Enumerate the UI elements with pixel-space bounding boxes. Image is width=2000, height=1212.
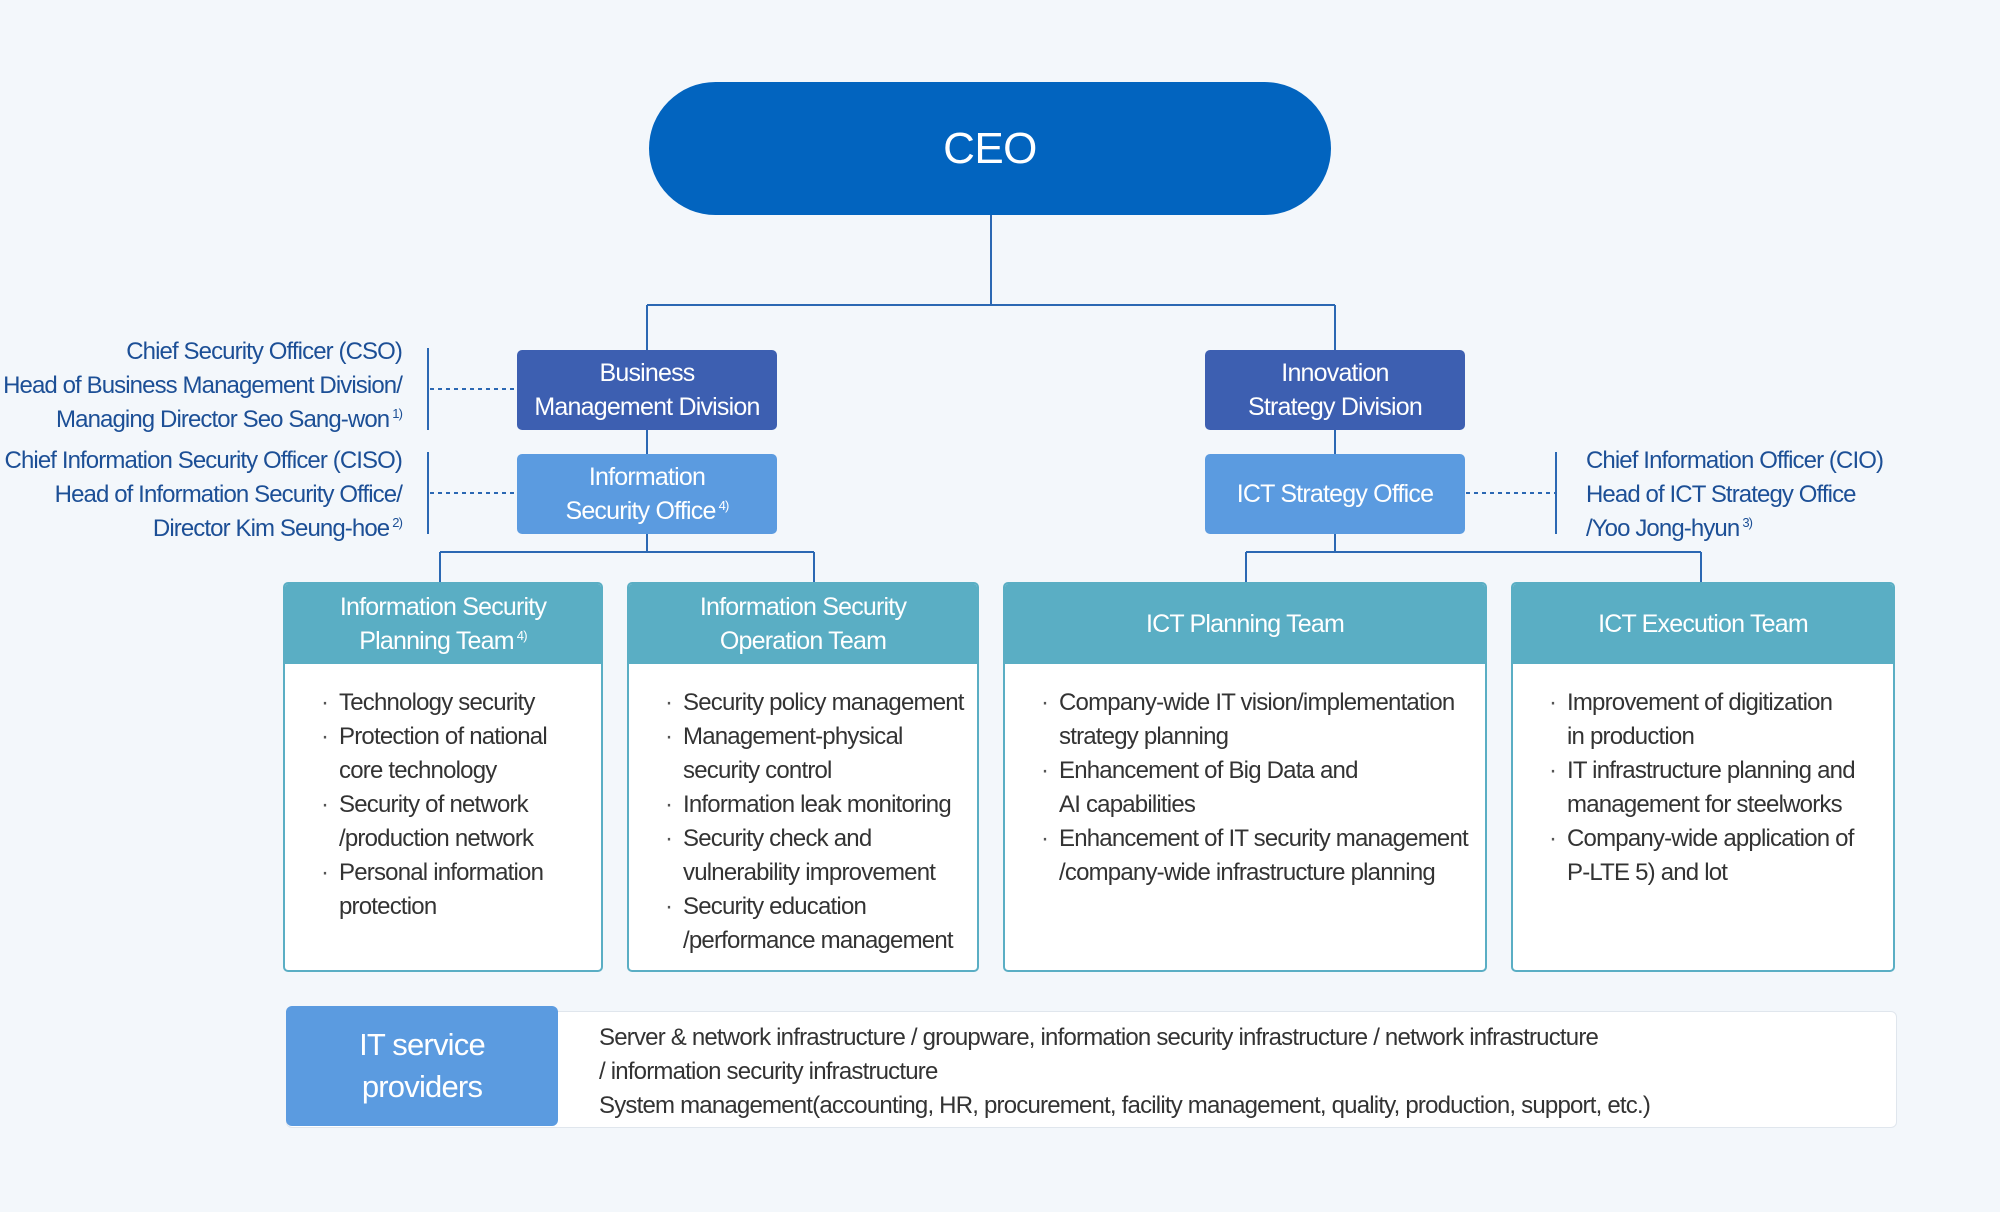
team-title-line2: Planning Team <box>359 627 514 655</box>
role-person: Managing Director Seo Sang-won <box>56 406 390 433</box>
role-title: Chief Security Officer (CSO) <box>126 338 403 365</box>
team-title-line2: Operation Team <box>719 627 887 655</box>
team-info-security-operation: Information Security Operation Team Secu… <box>627 582 979 972</box>
list-item: Management-physical security control <box>665 720 967 788</box>
team-header: Information Security Operation Team <box>629 584 977 664</box>
role-title: Chief Information Officer (CIO) <box>1586 447 1884 474</box>
team-header: ICT Execution Team <box>1513 584 1893 664</box>
business-management-division: Business Management Division <box>517 350 777 430</box>
cso-role: Chief Security Officer (CSO) Head of Bus… <box>0 335 403 437</box>
it-service-line: / information security infrastructure <box>599 1058 938 1085</box>
role-position: Head of Business Management Division/ <box>3 372 403 399</box>
list-item: Protection of national core technology <box>321 720 591 788</box>
office-title-line2: Security Office <box>565 497 716 525</box>
list-item: Company-wide application of P-LTE 5) and… <box>1549 822 1883 890</box>
cio-role: Chief Information Officer (CIO) Head of … <box>1586 444 1986 546</box>
list-item: Personal information protection <box>321 856 591 924</box>
team-header: ICT Planning Team <box>1005 584 1485 664</box>
ceo-node: CEO <box>649 82 1331 215</box>
role-person: Director Kim Seung-hoe <box>152 515 390 542</box>
office-title: ICT Strategy Office <box>1236 480 1434 508</box>
team-duties-list: Improvement of digitization in productio… <box>1513 664 1893 890</box>
team-duties-list: Company-wide IT vision/implementation st… <box>1005 664 1485 890</box>
it-service-line: System management(accounting, HR, procur… <box>599 1092 1651 1119</box>
ict-strategy-office: ICT Strategy Office <box>1205 454 1465 534</box>
team-ict-execution: ICT Execution Team Improvement of digiti… <box>1511 582 1895 972</box>
role-title: Chief Information Security Officer (CISO… <box>4 447 403 474</box>
list-item: IT infrastructure planning and managemen… <box>1549 754 1883 822</box>
it-service-description: Server & network infrastructure / groupw… <box>599 1021 1651 1123</box>
team-title: ICT Execution Team <box>1598 610 1809 638</box>
team-title-line1: Information Security <box>339 593 547 621</box>
footnote-marker: 4) <box>516 628 528 643</box>
list-item: Enhancement of Big Data and AI capabilit… <box>1041 754 1475 822</box>
team-ict-planning: ICT Planning Team Company-wide IT vision… <box>1003 582 1487 972</box>
team-title: ICT Planning Team <box>1145 610 1345 638</box>
list-item: Technology security <box>321 686 591 720</box>
ceo-label: CEO <box>943 123 1037 173</box>
innovation-strategy-division: Innovation Strategy Division <box>1205 350 1465 430</box>
division-title-line1: Innovation <box>1281 359 1389 387</box>
footnote-marker: 1) <box>392 406 403 421</box>
ciso-role: Chief Information Security Officer (CISO… <box>0 444 403 546</box>
list-item: Security of network /production network <box>321 788 591 856</box>
footnote-marker: 4) <box>718 498 730 513</box>
team-title-line1: Information Security <box>699 593 907 621</box>
footnote-marker: 2) <box>392 515 403 530</box>
role-position: Head of Information Security Office/ <box>54 481 403 508</box>
list-item: Improvement of digitization in productio… <box>1549 686 1883 754</box>
role-person: /Yoo Jong-hyun <box>1586 515 1740 542</box>
it-service-label: IT service providers <box>286 1006 558 1126</box>
team-duties-list: Security policy management Management-ph… <box>629 664 977 958</box>
it-service-label-line1: IT service <box>359 1027 486 1062</box>
office-title-line1: Information <box>588 463 706 491</box>
it-service-line: Server & network infrastructure / groupw… <box>599 1024 1599 1051</box>
list-item: Enhancement of IT security management /c… <box>1041 822 1475 890</box>
list-item: Company-wide IT vision/implementation st… <box>1041 686 1475 754</box>
division-title-line2: Strategy Division <box>1248 393 1423 421</box>
list-item: Security check and vulnerability improve… <box>665 822 967 890</box>
division-title-line1: Business <box>599 359 695 387</box>
division-title-line2: Management Division <box>534 393 760 421</box>
footnote-marker: 3) <box>1742 515 1753 530</box>
list-item: Security policy management <box>665 686 967 720</box>
team-duties-list: Technology security Protection of nation… <box>285 664 601 924</box>
role-position: Head of ICT Strategy Office <box>1586 481 1857 508</box>
it-service-label-line2: providers <box>361 1069 483 1104</box>
list-item: Security education /performance manageme… <box>665 890 967 958</box>
list-item: Information leak monitoring <box>665 788 967 822</box>
